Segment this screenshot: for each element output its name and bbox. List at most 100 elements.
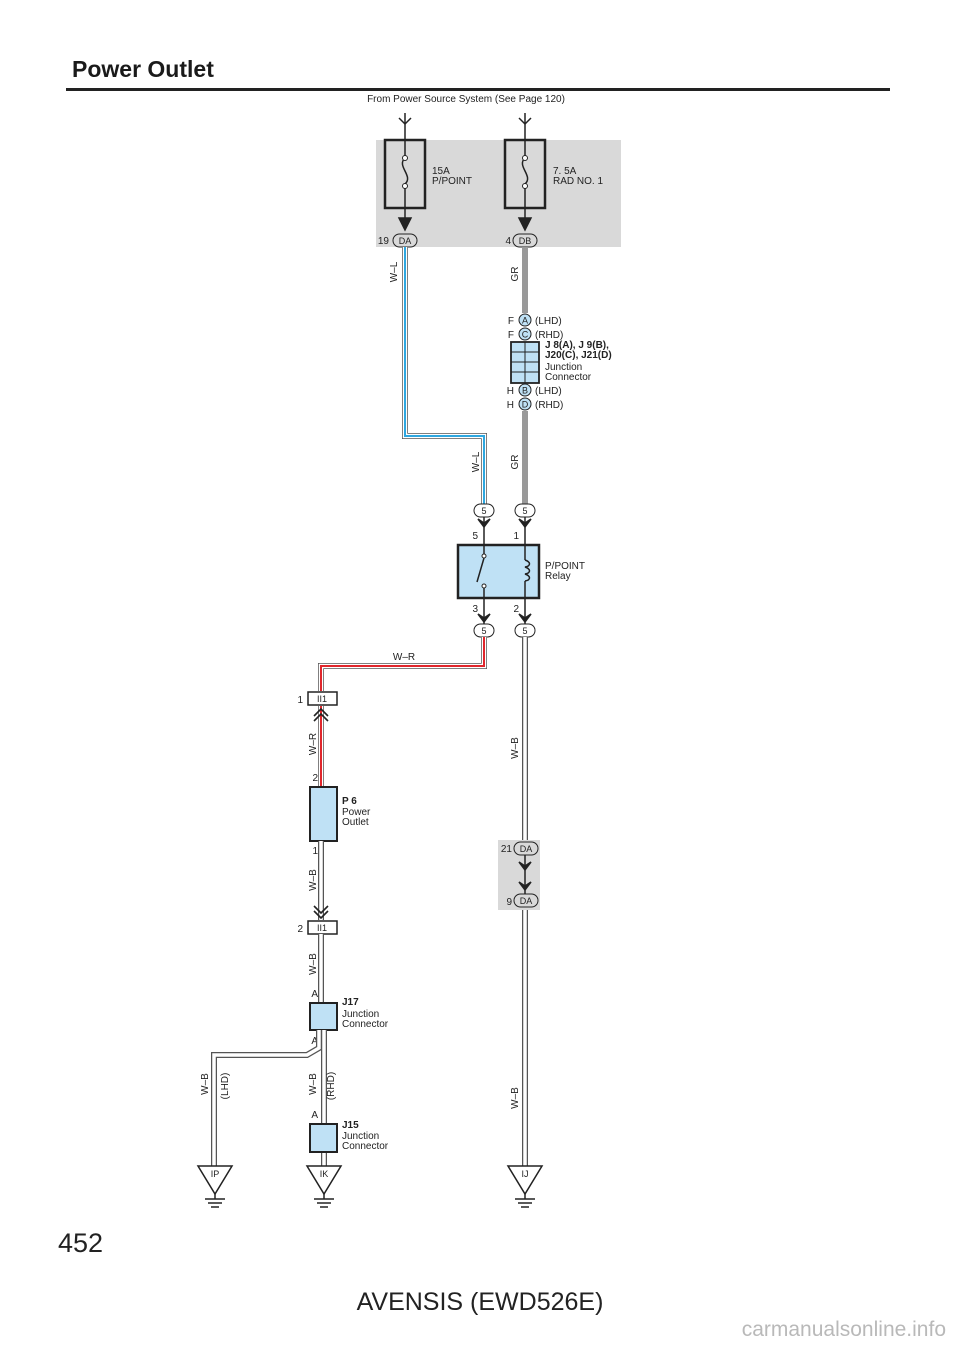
j15-desc-1: Junction (342, 1131, 379, 1142)
ground-ip (196, 1165, 234, 1208)
ii1-bottom-chevrons (313, 905, 329, 920)
source-note: From Power Source System (See Page 120) (367, 94, 565, 105)
relay-pin-top-right: 1 (513, 531, 519, 542)
j8-variant-2: (RHD) (535, 330, 563, 341)
relay-top-arrows (477, 517, 532, 545)
fuse-1-name: P/POINT (432, 176, 472, 187)
page-title: Power Outlet (72, 56, 214, 82)
j17-pin-bottom: A (311, 1036, 318, 1047)
variant-rhd: (RHD) (326, 1072, 337, 1100)
fuse-1-pin: 19 (378, 236, 390, 247)
j15-desc-2: Connector (342, 1141, 389, 1152)
ii1-top-chevrons (313, 707, 329, 722)
j8-junction-block (510, 341, 540, 384)
ii1-connector-top (307, 691, 338, 706)
fuse-1-connector-label: DA (399, 236, 412, 246)
ground-ik (305, 1165, 343, 1208)
wire-w-b-label-lhd: W–B (200, 1073, 211, 1095)
watermark: carmanualsonline.info (741, 1318, 946, 1341)
j17-desc-1: Junction (342, 1009, 379, 1020)
j8-pin-out-2: H (507, 400, 514, 411)
ii1-connector-top-label: II1 (317, 694, 327, 704)
fuse-1-rating: 15A (432, 166, 450, 177)
j15-pin-top: A (311, 1110, 318, 1121)
j8-letter-a (518, 313, 532, 327)
j8-desc-2: Connector (545, 372, 592, 383)
j17-junction (309, 1002, 338, 1031)
j17-desc-2: Connector (342, 1019, 389, 1030)
relay-body (456, 543, 541, 600)
da-lower-arrows (518, 855, 532, 894)
da-lower-connector-bottom (513, 893, 539, 908)
wire-w-l (402, 247, 487, 504)
j15-junction (309, 1123, 338, 1153)
fuse-2-pin: 4 (505, 236, 511, 247)
j8-letter-c-label: C (522, 330, 529, 340)
wire-w-b-label-1: W–B (308, 869, 319, 891)
j8-variant-4: (RHD) (535, 400, 563, 411)
j8-letter-d (518, 397, 532, 411)
relay-pin-top-left: 5 (472, 531, 478, 542)
wire-w-b-lhd (211, 1030, 322, 1166)
wire-w-r (318, 637, 487, 787)
j17-code: J17 (342, 997, 359, 1008)
j8-code: J 8(A), J 9(B), (545, 340, 609, 351)
wire-w-l-label-2: W–L (471, 451, 482, 472)
wire-w-b-label-2: W–B (308, 953, 319, 975)
relay-bottom-arrows (477, 598, 532, 624)
wire-w-l-label-1: W–L (389, 261, 400, 282)
ground-ik-label: IK (320, 1169, 329, 1179)
outlet-pin-top: 2 (312, 773, 318, 784)
title-rule (66, 88, 890, 91)
page-number: 452 (58, 1228, 104, 1258)
outlet-code: P 6 (342, 796, 357, 807)
power-outlet (309, 786, 338, 842)
da-lower-connector-bottom-label: DA (520, 896, 533, 906)
variant-lhd: (LHD) (220, 1073, 231, 1100)
relay-conn-top-right-label: 5 (522, 506, 527, 516)
relay-name-1: P/POINT (545, 561, 585, 572)
j8-letter-b (518, 383, 532, 397)
fuse-2-connector-label: DB (519, 236, 532, 246)
relay-name-2: Relay (545, 571, 571, 582)
j8-pin-in-1: F (508, 316, 514, 327)
outlet-desc-1: Power (342, 807, 371, 818)
ii1-connector-bottom-label: II1 (317, 923, 327, 933)
relay-pin-bottom-left: 3 (472, 604, 478, 615)
footer-model: AVENSIS (EWD526E) (356, 1288, 604, 1316)
j15-code: J15 (342, 1120, 359, 1131)
j8-variant-3: (LHD) (535, 386, 562, 397)
da-lower-pin-top: 21 (501, 844, 513, 855)
wire-gr-label-2: GR (510, 455, 521, 470)
wire-w-b-label-right-1: W–B (510, 737, 521, 759)
relay-conn-bottom-right-label: 5 (522, 626, 527, 636)
outlet-desc-2: Outlet (342, 817, 369, 828)
wire-w-r-label-2: W–R (308, 733, 319, 755)
relay-conn-top-left-label: 5 (481, 506, 486, 516)
wire-w-b-label-rhd: W–B (308, 1073, 319, 1095)
fuse-15a (383, 138, 427, 232)
j8-variant-1: (LHD) (535, 316, 562, 327)
j8-letter-d-label: D (522, 400, 529, 410)
fuse-2-name: RAD NO. 1 (553, 176, 603, 187)
da-lower-connector-top (513, 841, 539, 856)
relay-conn-bottom-left-label: 5 (481, 626, 486, 636)
fuse-box-area (376, 140, 621, 247)
ground-ij (506, 1165, 544, 1208)
j8-code-2: J20(C), J21(D) (545, 350, 612, 361)
da-lower-pin-bottom: 9 (506, 897, 512, 908)
j17-pin-top: A (311, 989, 318, 1000)
j8-letter-a-label: A (522, 316, 528, 326)
ii1-pin-bottom: 2 (297, 924, 303, 935)
wire-w-b-label-right-2: W–B (510, 1087, 521, 1109)
wire-gr-label-1: GR (510, 267, 521, 282)
wire-w-r-label-1: W–R (393, 652, 415, 663)
relay-pin-bottom-right: 2 (513, 604, 519, 615)
j8-desc-1: Junction (545, 362, 582, 373)
ground-ij-label: IJ (521, 1169, 528, 1179)
da-lower-connector-top-label: DA (520, 844, 533, 854)
fuse-7-5a (503, 138, 547, 232)
ground-ip-label: IP (211, 1169, 220, 1179)
j8-letter-c (518, 327, 532, 341)
